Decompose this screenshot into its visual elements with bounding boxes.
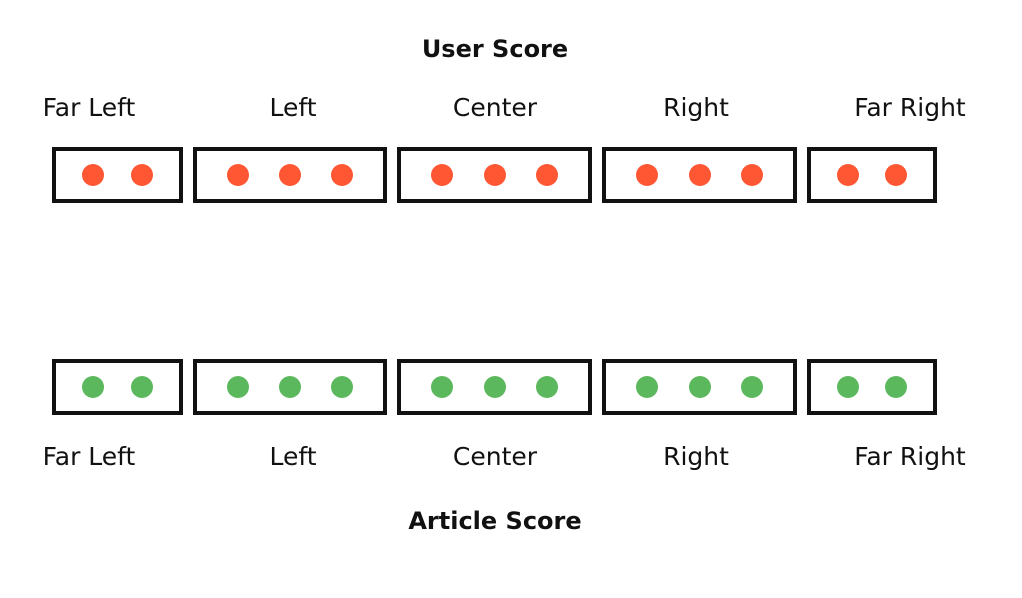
- article-box-far-left: [52, 359, 183, 415]
- article-score-dot: [130, 376, 153, 398]
- article-score-dot: [279, 376, 301, 398]
- article-score-dot: [227, 376, 249, 398]
- user-score-dot: [483, 164, 506, 186]
- user-box-right: [602, 147, 797, 203]
- article-box-left: [193, 359, 387, 415]
- user-score-dot: [227, 164, 249, 186]
- user-score-dot: [885, 164, 907, 186]
- user-score-dot: [688, 164, 711, 186]
- article-label-far-left: Far Left: [42, 442, 136, 471]
- article-score-dot: [837, 376, 859, 398]
- article-score-dot: [431, 376, 454, 398]
- user-label-far-right: Far Right: [854, 93, 966, 122]
- user-box-far-right: [807, 147, 937, 203]
- user-score-dot: [130, 164, 153, 186]
- user-score-dot: [331, 164, 353, 186]
- article-score-dot: [331, 376, 353, 398]
- user-box-far-left: [52, 147, 183, 203]
- user-score-dot: [431, 164, 454, 186]
- user-score-dot: [636, 164, 659, 186]
- user-score-dot: [535, 164, 558, 186]
- user-score-title: User Score: [421, 35, 569, 63]
- user-score-dot: [837, 164, 859, 186]
- article-label-right: Right: [663, 442, 729, 471]
- user-label-left: Left: [269, 93, 317, 122]
- article-box-right: [602, 359, 797, 415]
- user-score-dot: [740, 164, 763, 186]
- user-label-center: Center: [452, 93, 538, 122]
- user-score-dot: [82, 164, 105, 186]
- article-score-dot: [740, 376, 763, 398]
- article-score-dot: [483, 376, 506, 398]
- user-box-left: [193, 147, 387, 203]
- user-score-dot: [279, 164, 301, 186]
- article-label-far-right: Far Right: [854, 442, 966, 471]
- article-label-left: Left: [269, 442, 317, 471]
- article-score-dot: [688, 376, 711, 398]
- article-label-center: Center: [452, 442, 538, 471]
- article-score-dot: [885, 376, 907, 398]
- user-label-far-left: Far Left: [42, 93, 136, 122]
- article-box-far-right: [807, 359, 937, 415]
- article-score-title: Article Score: [408, 507, 582, 535]
- article-score-dot: [535, 376, 558, 398]
- article-score-dot: [636, 376, 659, 398]
- user-label-right: Right: [663, 93, 729, 122]
- user-box-center: [397, 147, 592, 203]
- article-score-dot: [82, 376, 105, 398]
- article-box-center: [397, 359, 592, 415]
